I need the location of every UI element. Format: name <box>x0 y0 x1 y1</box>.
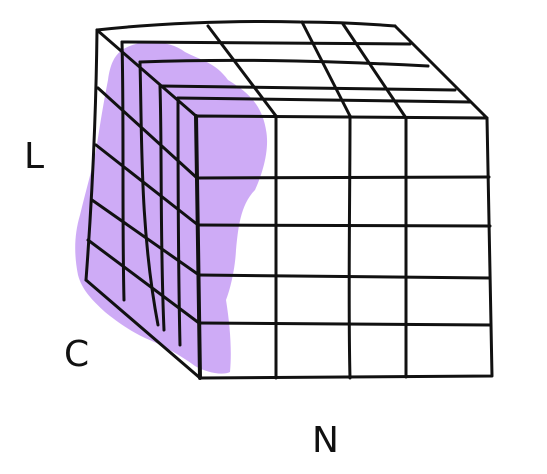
front-horizontal-2 <box>196 223 492 228</box>
left-horizontal-2 <box>94 143 200 227</box>
front-horizontal-4 <box>197 321 493 327</box>
front-left-edge <box>194 114 202 380</box>
top-right-edge <box>393 24 489 120</box>
axis-label-n: N <box>312 420 339 461</box>
axis-label-c: C <box>64 334 89 375</box>
left-back-edge <box>84 28 99 282</box>
cube-grid <box>84 19 494 380</box>
left-horizontal-3 <box>90 198 201 277</box>
left-vertical-1 <box>120 40 126 302</box>
axis-label-l: L <box>24 136 44 177</box>
top-back-edge <box>95 19 397 32</box>
left-horizontal-1 <box>96 86 199 180</box>
top-depth-line-3 <box>341 22 408 120</box>
top-cross-line-2 <box>138 58 430 68</box>
top-depth-line-2 <box>300 20 352 118</box>
top-cross-line-4 <box>176 96 472 104</box>
top-depth-line-1 <box>206 24 278 118</box>
left-horizontal-4 <box>86 238 201 325</box>
top-cross-line-1 <box>120 40 412 46</box>
left-bottom-edge <box>84 278 202 380</box>
top-cross-line-3 <box>158 84 457 92</box>
left-vertical-4 <box>176 96 182 347</box>
front-horizontal-3 <box>197 273 492 280</box>
front-vertical-2 <box>347 114 352 380</box>
front-horizontal-1 <box>195 175 491 180</box>
